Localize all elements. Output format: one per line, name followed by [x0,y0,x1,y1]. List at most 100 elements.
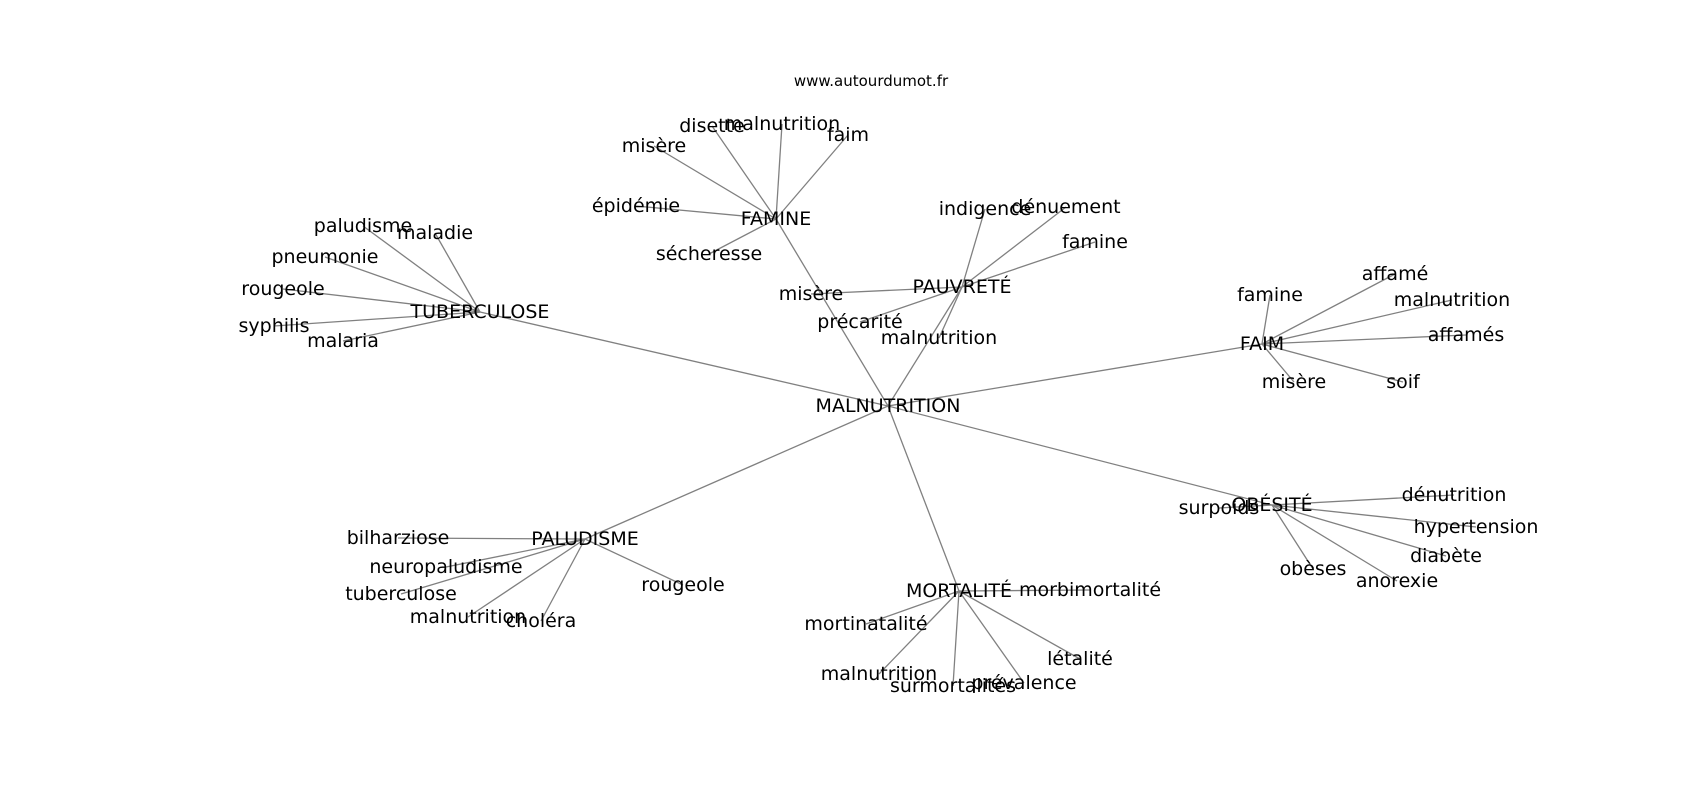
edge [362,225,481,313]
edge [961,241,1096,288]
edge [887,405,1273,506]
edge [952,590,960,687]
edge [1261,343,1295,383]
edge [400,538,586,595]
edge [540,538,586,622]
leaf-node-label: surmortalités [890,675,1016,697]
leaf-node-label: malaria [307,330,379,352]
edge [708,218,777,255]
hub-node-label: TUBERCULOSE [410,301,550,323]
edge [810,286,963,295]
leaf-node-label: dénuement [1011,196,1120,218]
edge [1271,504,1447,557]
leaf-node-label: indigence [939,198,1032,220]
center-node-label: MALNUTRITION [816,395,961,417]
edge [584,405,889,540]
edge [1271,504,1398,582]
edge [282,288,481,313]
edge [859,286,963,323]
edge [958,590,1081,660]
edge [961,206,1067,288]
edge [445,538,586,568]
edge [887,343,1263,407]
edge [1271,504,1314,570]
edge [1261,343,1404,383]
edge [1261,273,1396,345]
leaf-node-label: famine [1237,284,1303,306]
leaf-node-label: misère [779,283,843,305]
leaf-node-label: affamé [1362,263,1429,285]
leaf-node-label: morbimortalité [1019,579,1161,601]
edge [1261,334,1467,345]
edge [434,232,481,313]
leaf-node-label: obèses [1280,558,1347,580]
leaf-node-label: diabète [1410,545,1482,567]
edge [958,589,1091,592]
edge [479,311,889,407]
edge [1218,504,1273,509]
edge [635,205,777,220]
leaf-node-label: famine [1062,231,1128,253]
hub-node-label: OBÉSITÉ [1231,493,1312,516]
hub-node-label: FAMINE [741,208,811,230]
edge [1261,294,1271,345]
leaf-node-label: malnutrition [1394,289,1510,311]
leaf-node-label: misère [1262,371,1326,393]
edge [887,286,963,407]
leaf-node-label: sécheresse [656,243,762,265]
leaf-node-label: affamés [1428,324,1504,346]
hub-node-label: PALUDISME [531,528,638,550]
edge [878,590,960,675]
edge [961,208,986,288]
leaf-node-label: prévalence [971,672,1076,694]
edge [775,123,783,220]
leaf-node-label: épidémie [592,195,680,217]
leaf-node-label: tuberculose [345,583,457,605]
leaf-node-label: soif [1386,371,1421,393]
leaf-node-label: maladie [397,222,473,244]
edge [938,286,963,339]
leaf-node-label: précarité [817,311,902,333]
leaf-node-label: disette [679,115,745,137]
leaf-node-label: syphilis [239,315,310,337]
edge [467,538,586,618]
edge [887,405,960,592]
leaf-node-label: malnutrition [881,327,997,349]
leaf-node-label: rougeole [241,278,324,300]
edge [584,538,684,586]
leaf-node-label: malnutrition [410,606,526,628]
edge [775,218,889,407]
leaf-node-label: surpoids [1179,497,1260,519]
leaf-node-label: rougeole [641,574,724,596]
leaf-node-label: mortinatalité [804,613,927,635]
leaf-node-label: anorexie [1356,570,1438,592]
edge [958,590,1025,684]
leaf-node-label: dénutrition [1402,484,1507,506]
leaf-node-label: bilharziose [347,527,450,549]
leaf-node-label: hypertension [1414,516,1539,538]
hub-node-label: PAUVRETÉ [913,275,1012,298]
hub-node-label: MORTALITÉ [906,579,1012,602]
leaf-node-label: malnutrition [724,113,840,135]
edge [324,256,481,313]
leaf-node-label: faim [827,124,869,146]
leaf-node-label: malnutrition [821,663,937,685]
edge [1271,504,1477,528]
edge [865,590,960,625]
leaf-node-label: létalité [1047,648,1113,670]
edge [342,311,481,342]
edge [397,537,586,540]
edge [273,311,481,327]
leaf-node-label: neuropaludisme [369,556,522,578]
edge [1261,299,1453,345]
edge [711,125,777,220]
edge [775,134,849,220]
edge [1271,494,1455,506]
leaf-node-label: paludisme [314,215,412,237]
edges-layer [273,123,1477,687]
hub-node-label: FAIM [1240,333,1284,355]
edge [653,145,777,220]
leaf-node-label: misère [622,135,686,157]
